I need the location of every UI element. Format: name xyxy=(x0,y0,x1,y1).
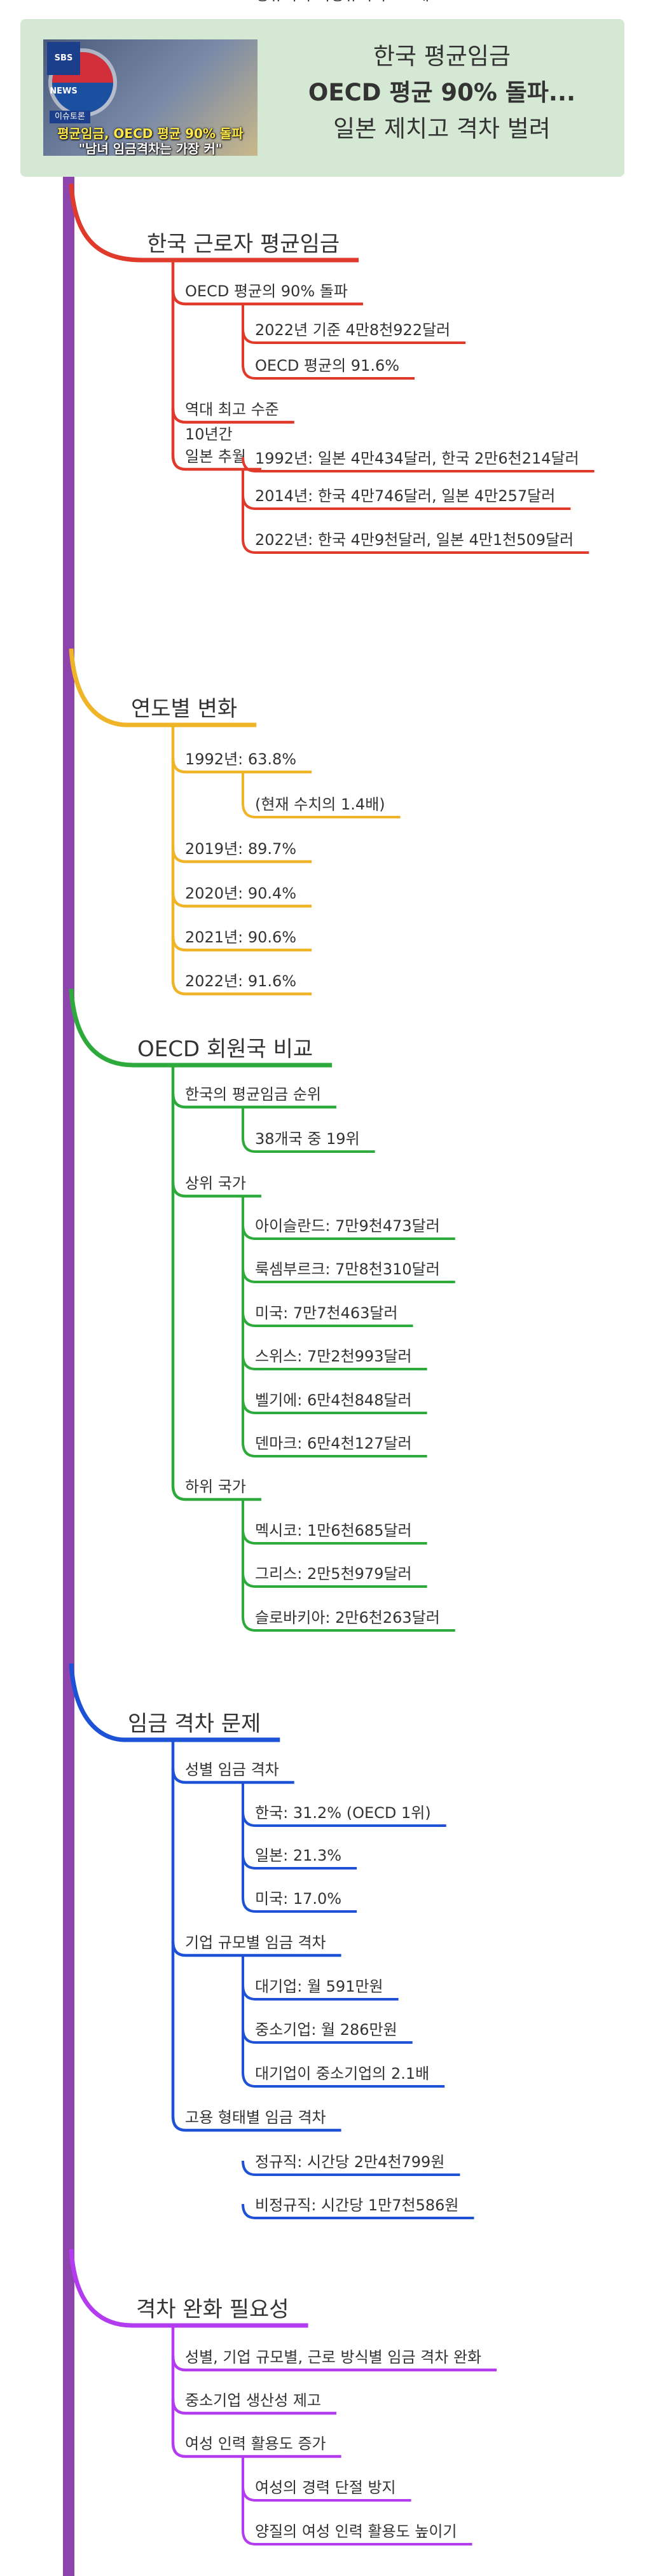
thumbnail-caption-1: 평균임금, OECD 평균 90% 돌파 xyxy=(57,126,244,141)
branch-title: OECD 회원국 비교 xyxy=(137,1037,313,1062)
level2-node-label: 양질의 여성 인력 활용도 높이기 xyxy=(255,2523,457,2540)
branch-title: 연도별 변화 xyxy=(131,696,237,722)
level1-node-line xyxy=(171,455,261,471)
branch-connector xyxy=(69,988,134,1068)
level2-node-label: (현재 수치의 1.4배) xyxy=(255,796,385,813)
level1-node-label: 역대 최고 수준 xyxy=(185,401,279,418)
branch-1: 한국 근로자 평균임금 OECD 평균의 90% 돌파 2022년 기준 4만8천9… xyxy=(69,183,595,554)
level2-node-line xyxy=(242,1616,455,1632)
level2-node-label: OECD 평균의 91.6% xyxy=(255,357,399,375)
title-line-3: 일본 제치고 격차 벌려 xyxy=(333,115,551,142)
level2-node-line xyxy=(242,1137,375,1153)
branch-connector xyxy=(69,2249,133,2328)
level2-node-label: 1992년: 일본 4만434달러, 한국 2만6천214달러 xyxy=(255,450,579,467)
news-thumbnail: SBS NEWS 이슈토론 평균임금, OECD 평균 90% 돌파 "남녀 임… xyxy=(43,39,258,156)
level1-node-label: 2020년: 90.4% xyxy=(185,885,296,902)
level2-node-label: 일본: 21.3% xyxy=(255,1847,341,1864)
branch-title: 한국 근로자 평균임금 xyxy=(147,231,340,257)
level2-node-line xyxy=(242,2072,445,2088)
level2-node-label: 스위스: 7만2천993달러 xyxy=(255,1347,412,1365)
level1-node-label: 2021년: 90.6% xyxy=(185,928,296,946)
level1-node-label: 1992년: 63.8% xyxy=(185,750,296,768)
branch-connector xyxy=(69,648,128,727)
level2-node-label: 덴마크: 6만4천127달러 xyxy=(255,1435,412,1452)
level1-node-label: 기업 규모별 임금 격차 xyxy=(185,1934,326,1952)
level1-node-label: 일본 추월 xyxy=(185,448,246,465)
level1-node-line xyxy=(171,2116,341,2132)
level2-node-label: 여성의 경력 단절 방지 xyxy=(255,2479,396,2497)
level2-node-label: 정규직: 시간당 2만4천799원 xyxy=(255,2153,444,2171)
level2-node-line xyxy=(242,2203,474,2219)
level1-node-label: 여성 인력 활용도 증가 xyxy=(185,2435,326,2453)
level2-node-label: 정규직이 비정규직의 1.4배 xyxy=(255,0,429,4)
level1-node-label: 성별 임금 격차 xyxy=(185,1761,279,1779)
level1-node-label: 2022년: 91.6% xyxy=(185,972,296,990)
title-line-2: OECD 평균 90% 돌파... xyxy=(308,79,576,106)
level1-node-line xyxy=(171,1485,261,1501)
branch-title: 격차 완화 필요성 xyxy=(136,2297,289,2322)
level1-node-label: 10년간 xyxy=(185,425,233,443)
sbs-news-logo: SBS NEWS xyxy=(47,42,80,96)
level2-node-label: 비정규직: 시간당 1만7천586원 xyxy=(255,2196,459,2214)
thumbnail-caption-2: "남녀 임금격차는 가장 커" xyxy=(78,141,223,156)
level2-node-label: 2022년: 한국 4만9천달러, 일본 4만1천509달러 xyxy=(255,531,574,549)
level2-node-line xyxy=(242,1897,357,1913)
level2-node-label: 2014년: 한국 4만746달러, 일본 4만257달러 xyxy=(255,487,555,505)
level1-node-label: 상위 국가 xyxy=(185,1174,246,1192)
level2-node-label: 대기업이 중소기업의 2.1배 xyxy=(255,2065,429,2083)
level1-node-label: 한국의 평균임금 순위 xyxy=(185,1085,321,1103)
level1-node-label: OECD 평균의 90% 돌파 xyxy=(185,282,348,300)
level2-node-label: 룩셈부르크: 7만8천310달러 xyxy=(255,1260,440,1278)
level2-node-label: 아이슬란드: 7만9천473달러 xyxy=(255,1217,440,1235)
level2-node-label: 대기업: 월 591만원 xyxy=(255,1978,383,1995)
level1-node-label: 하위 국가 xyxy=(185,1478,246,1496)
level2-node-label: 그리스: 2만5천979달러 xyxy=(255,1565,412,1583)
level2-node-line xyxy=(242,364,415,380)
level2-node-line xyxy=(242,457,595,472)
thumbnail-tag: 이슈토론 xyxy=(50,111,90,123)
level2-node-label: 미국: 7만7천463달러 xyxy=(255,1304,398,1322)
level2-node-label: 멕시코: 1만6천685달러 xyxy=(255,1522,412,1539)
level2-node-line xyxy=(242,2160,460,2176)
level2-node-line xyxy=(242,2530,472,2545)
level2-node-label: 벨기에: 6만4천848달러 xyxy=(255,1391,412,1409)
level2-node-line xyxy=(242,1442,427,1457)
level1-node-label: 성별, 기업 규모별, 근로 방식별 임금 격차 완화 xyxy=(185,2348,481,2366)
branch-2: 연도별 변화 1992년: 63.8% (현재 수치의 1.4배) 2019년: 89… xyxy=(69,648,401,996)
level2-node-label: 슬로바키아: 2만6천263달러 xyxy=(255,1609,440,1627)
level2-node-label: 미국: 17.0% xyxy=(255,1890,341,1908)
title-line-1: 한국 평균임금 xyxy=(373,43,511,70)
branch-title: 임금 격차 문제 xyxy=(128,1711,261,1737)
level1-node-label: 고용 형태별 임금 격차 xyxy=(185,2109,326,2126)
level2-node-line xyxy=(242,538,589,554)
branch-connector xyxy=(69,183,144,263)
page-title: 한국 평균임금 OECD 평균 90% 돌파... 일본 제치고 격차 벌려 xyxy=(264,38,620,147)
level2-node-label: 중소기업: 월 286만원 xyxy=(255,2021,397,2039)
level2-node-line xyxy=(242,802,401,818)
level1-node-line xyxy=(171,979,312,996)
level2-node-label: 한국: 31.2% (OECD 1위) xyxy=(255,1804,431,1822)
level1-node-label: 중소기업 생산성 제고 xyxy=(185,2392,321,2409)
level2-node-label: 38개국 중 19위 xyxy=(255,1130,360,1148)
branch-connector xyxy=(69,1663,125,1742)
level2-node-label: 2022년 기준 4만8천922달러 xyxy=(255,321,450,339)
level1-node-line xyxy=(171,2442,341,2458)
level1-node-label: 2019년: 89.7% xyxy=(185,840,296,858)
